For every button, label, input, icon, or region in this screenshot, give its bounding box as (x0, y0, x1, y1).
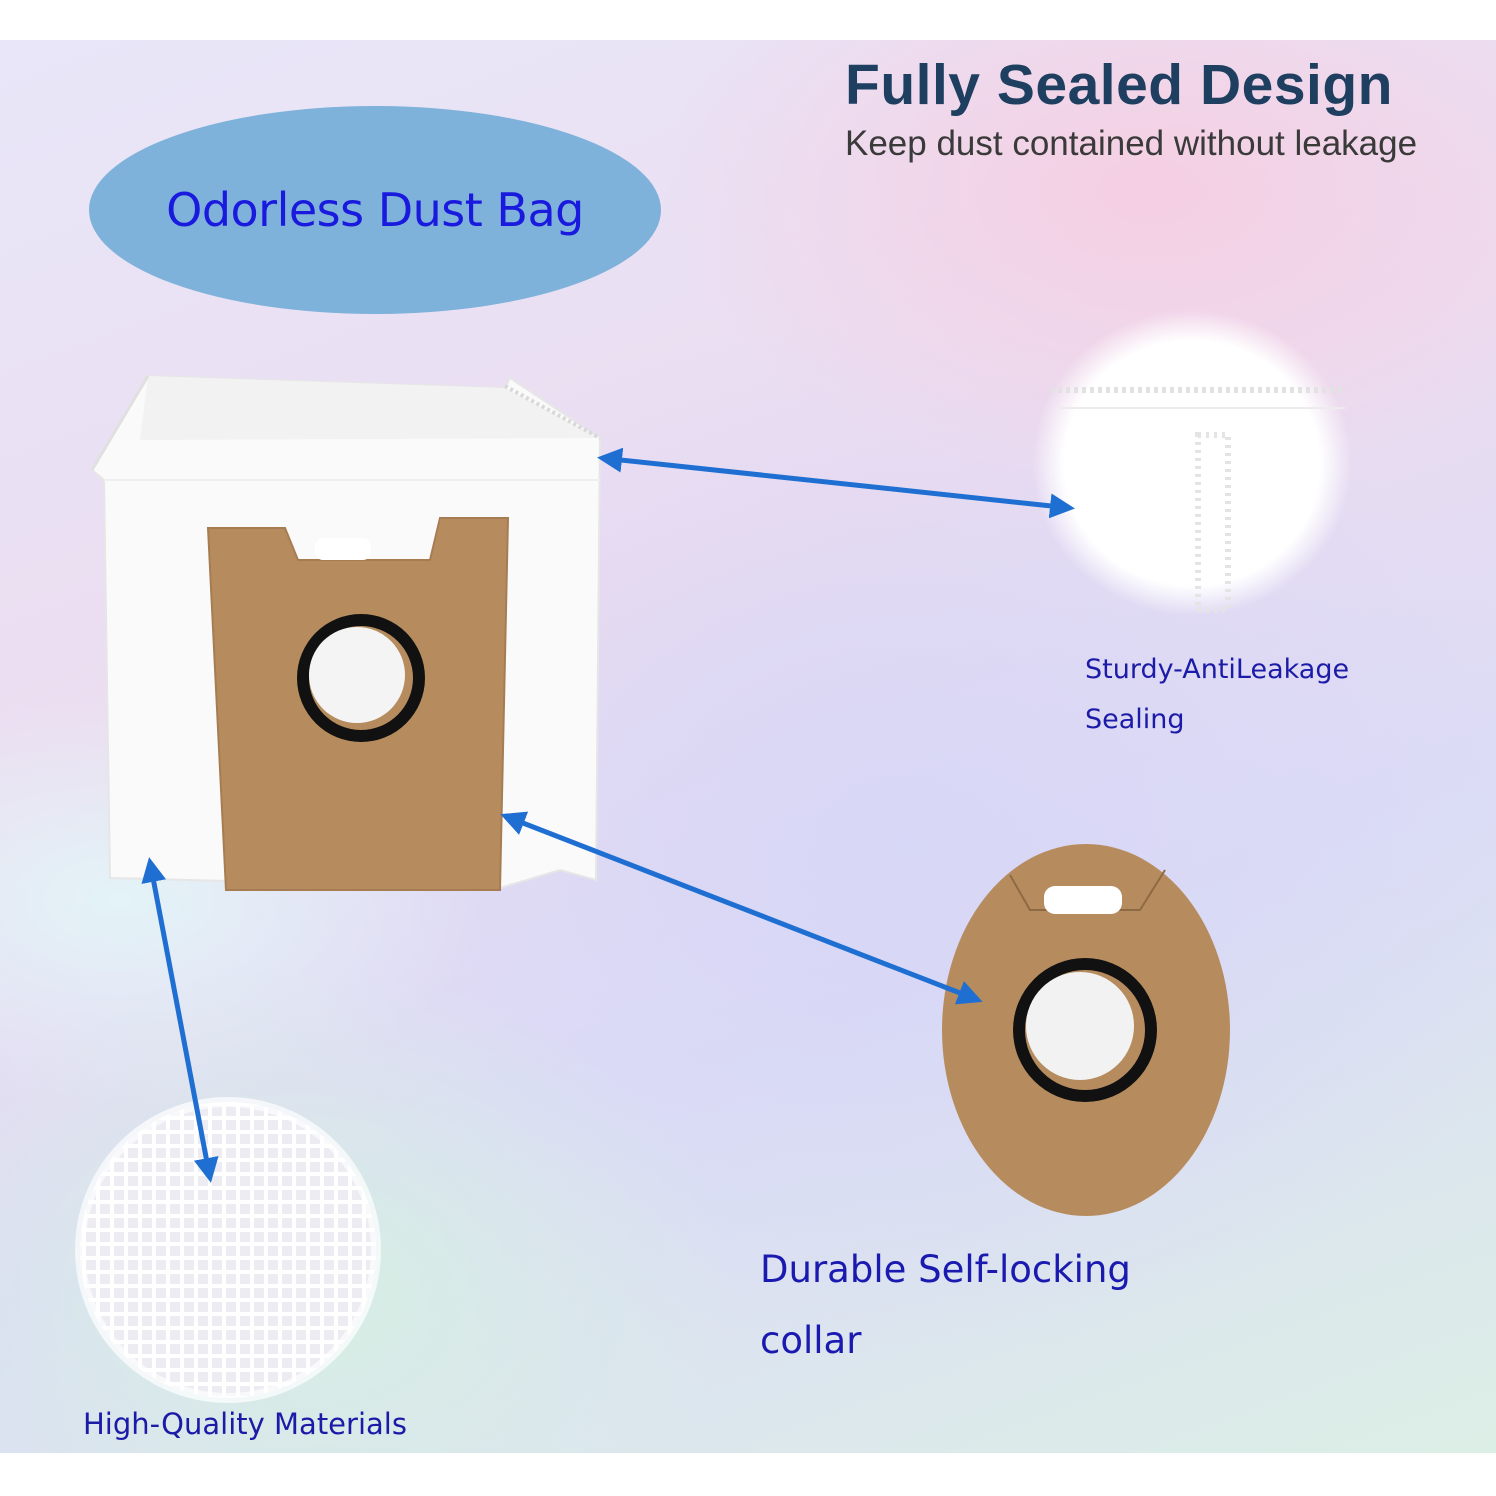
double-arrow-icon (141, 857, 219, 1183)
collar-closeup-illustration (942, 844, 1230, 1216)
badge-label: Odorless Dust Bag (166, 183, 584, 237)
page-subtitle: Keep dust contained without leakage (845, 124, 1418, 163)
collar-label-line1: Durable Self-locking (760, 1248, 1131, 1291)
product-infographic: Fully Sealed Design Keep dust contained … (0, 40, 1496, 1453)
materials-label: High-Quality Materials (83, 1407, 407, 1441)
sealing-label-line2: Sealing (1085, 704, 1185, 735)
sealing-label-line1: Sturdy-AntiLeakage (1085, 654, 1350, 685)
product-badge: Odorless Dust Bag (89, 106, 661, 314)
collar-ring-icon (297, 614, 425, 742)
dust-bag-illustration (90, 374, 602, 891)
collar-label-line2: collar (760, 1319, 862, 1362)
double-arrow-icon (500, 811, 983, 1005)
seam-closeup-illustration (1032, 310, 1352, 616)
double-arrow-icon (597, 447, 1075, 519)
illustrations-layer (75, 310, 1352, 1403)
page-title: Fully Sealed Design (845, 53, 1393, 117)
fabric-mesh-illustration (75, 1097, 381, 1403)
